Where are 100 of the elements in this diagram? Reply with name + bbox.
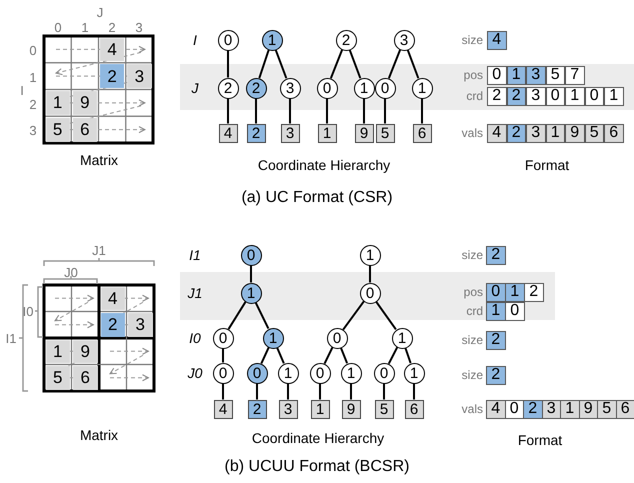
panel-title: Coordinate Hierarchy xyxy=(258,158,390,172)
array-cell: 7 xyxy=(565,66,584,84)
axis-label: I1 xyxy=(6,332,16,344)
array-cell: 2 xyxy=(506,124,526,142)
axis-label: J1 xyxy=(92,244,106,256)
array-cell: 1 xyxy=(505,282,524,302)
array-name: size xyxy=(462,34,483,46)
array-cell: 3 xyxy=(526,124,546,142)
tree-edge xyxy=(388,346,398,364)
tree-edge xyxy=(258,50,270,78)
value-square: 9 xyxy=(342,400,360,418)
tree-edge xyxy=(350,384,352,400)
array-cell: 2 xyxy=(487,86,506,106)
tree-edge xyxy=(289,98,291,124)
tree-node-circle: 1 xyxy=(262,30,282,50)
array-cell: 3 xyxy=(526,86,546,106)
axis-label: 2 xyxy=(108,20,116,34)
tree-edge xyxy=(250,266,252,282)
array-cell: 1 xyxy=(560,400,580,418)
array-cell: 6 xyxy=(604,124,624,142)
tree-edge xyxy=(274,49,288,79)
array-cell: 2 xyxy=(523,400,542,418)
array-name: crd xyxy=(466,305,483,317)
tree-node-circle: 0 xyxy=(310,362,330,384)
tree-edge xyxy=(384,98,386,124)
array-cell: 5 xyxy=(597,400,616,418)
tree-node-circle: 1 xyxy=(360,244,380,266)
tree-node-circle: 0 xyxy=(212,328,234,348)
value-square: 5 xyxy=(376,124,394,142)
value-square: 2 xyxy=(246,124,266,142)
matrix-cell: 6 xyxy=(72,118,97,142)
tree-edge xyxy=(388,49,402,79)
axis-label: J0 xyxy=(64,266,78,278)
matrix-cell: 3 xyxy=(127,64,152,88)
tree-edge xyxy=(340,347,348,364)
panel-title: Format xyxy=(518,433,562,447)
tree-edge xyxy=(319,384,321,400)
array-name: pos xyxy=(464,69,483,81)
axis-label: 3 xyxy=(29,124,37,136)
array-name: size xyxy=(462,369,483,381)
tree-node-circle: 0 xyxy=(246,362,268,384)
array-name: pos xyxy=(464,286,483,298)
array-cell: 5 xyxy=(584,124,604,142)
tree-edge xyxy=(324,347,334,364)
tree-edge xyxy=(404,348,412,364)
axis-label: 1 xyxy=(81,20,89,34)
tree-node-circle: 1 xyxy=(392,328,412,348)
tree-node-circle: 1 xyxy=(262,328,284,348)
panel-title: Format xyxy=(524,158,570,172)
axis-label: 2 xyxy=(29,98,37,110)
tree-edge xyxy=(375,300,397,330)
tree-node-circle: 0 xyxy=(326,328,348,348)
tree-edge xyxy=(383,384,385,400)
tree-edge xyxy=(260,347,270,364)
value-square: 1 xyxy=(310,400,330,418)
array-name: vals xyxy=(462,403,483,415)
value-square: 5 xyxy=(374,400,394,418)
tree-edge xyxy=(369,266,371,282)
tree-node-circle: 0 xyxy=(218,30,238,50)
array-cell: 5 xyxy=(546,66,565,84)
tree-edge xyxy=(330,49,344,79)
value-square: 6 xyxy=(412,124,432,142)
array-cell: 0 xyxy=(504,400,524,418)
array-cell: 2 xyxy=(506,86,526,106)
matrix-cell: 3 xyxy=(128,313,152,336)
array-cell: 1 xyxy=(604,86,624,106)
tree-node-circle: 0 xyxy=(212,362,234,384)
array-cell: 3 xyxy=(526,66,546,84)
tree-edge xyxy=(228,301,246,330)
tree-edge xyxy=(227,98,229,124)
tree-edge xyxy=(276,347,285,364)
tree-node-circle: 0 xyxy=(240,244,262,266)
level-label: I0 xyxy=(189,331,201,345)
level-label: J0 xyxy=(188,366,202,380)
axis-label: I0 xyxy=(22,304,34,318)
matrix-cell: 2 xyxy=(100,313,125,336)
tree-edge xyxy=(421,98,423,124)
axis-label: I xyxy=(20,84,24,96)
axis-label: 0 xyxy=(29,44,37,56)
array-cell: 9 xyxy=(578,400,598,418)
value-square: 4 xyxy=(214,400,232,418)
array-cell: 1 xyxy=(486,302,506,320)
axis-label: 0 xyxy=(54,20,62,34)
tree-edge xyxy=(227,50,229,78)
array-cell: 0 xyxy=(486,282,506,302)
tree-edge xyxy=(406,49,420,79)
panel-title: Matrix xyxy=(80,428,118,442)
array-cell: 2 xyxy=(524,282,544,302)
level-label: J1 xyxy=(188,286,202,300)
matrix-cell: 1 xyxy=(46,91,70,115)
matrix-cell: 9 xyxy=(73,340,98,363)
tree-edge xyxy=(363,98,365,124)
value-square: 6 xyxy=(404,400,424,418)
tree-node-circle: 1 xyxy=(404,362,424,384)
array-cell: 0 xyxy=(505,302,524,320)
tree-edge xyxy=(342,300,365,330)
array-cell: 0 xyxy=(584,86,604,106)
array-name: size xyxy=(462,334,483,346)
array-name: vals xyxy=(462,127,483,139)
tree-edge xyxy=(254,302,270,329)
